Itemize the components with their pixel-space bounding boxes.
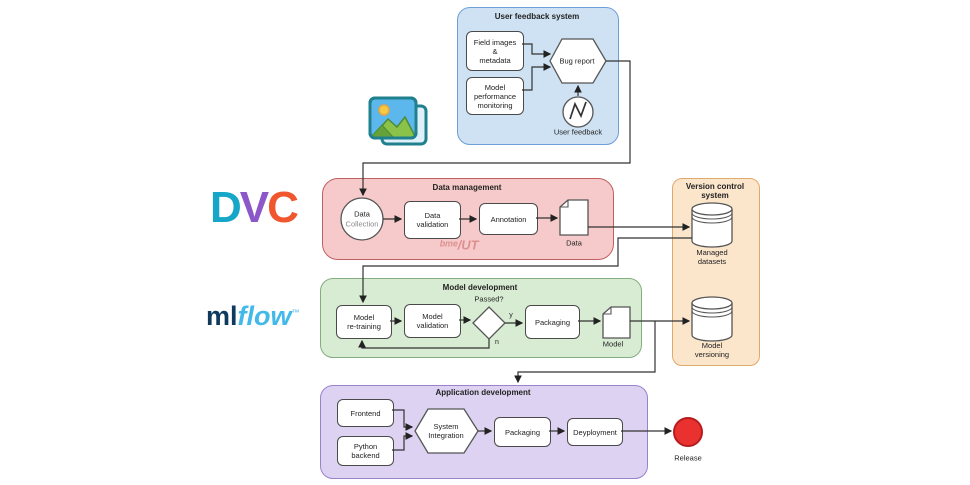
release-circle	[673, 417, 703, 447]
title-user-feedback-system: User feedback system	[494, 12, 580, 21]
dvc-letter-d: D	[210, 183, 242, 232]
container-version-control-system	[672, 178, 760, 366]
node-deployment: Deyployment	[567, 418, 623, 446]
mlflow-flow-text: flow	[237, 301, 292, 331]
photos-icon	[368, 96, 428, 146]
node-model-retraining: Model re-training	[336, 305, 392, 339]
node-frontend: Frontend	[337, 399, 394, 427]
photos-icon-front-frame	[368, 96, 418, 140]
label-model-versioning: Model versioning	[694, 341, 730, 359]
label-bug-report: Bug report	[559, 56, 595, 66]
node-model-performance-monitoring: Model performance monitoring	[466, 77, 524, 115]
university-watermark: ᵇᵐᵉ/UT	[439, 237, 479, 253]
photos-icon-front-border	[368, 96, 418, 140]
dvc-logo: DVC	[210, 183, 299, 232]
node-field-images-metadata: Field images & metadata	[466, 31, 524, 71]
label-model-doc: Model	[602, 339, 624, 349]
mlflow-trademark: ™	[291, 308, 300, 317]
container-user-feedback-system	[457, 7, 619, 145]
mlflow-logo: mlflow™	[206, 303, 300, 330]
title-model-development: Model development	[442, 283, 518, 292]
title-application-development: Application development	[435, 388, 531, 397]
label-data-collection-line2: Collection	[345, 219, 379, 229]
mlflow-ml-text: ml	[206, 301, 238, 331]
sun-icon	[378, 104, 390, 116]
label-managed-datasets: Managed datasets	[696, 248, 728, 266]
label-release: Release	[674, 453, 702, 463]
label-system-integration: System Integration	[428, 422, 464, 440]
title-version-control-system: Version control system	[685, 182, 745, 201]
label-branch-no: n	[495, 338, 499, 346]
mountain-back	[370, 115, 416, 138]
title-data-management: Data management	[432, 183, 502, 192]
label-data-collection-line1: Data	[354, 209, 370, 219]
node-python-backend: Python backend	[337, 436, 394, 466]
photos-icon-back-frame	[380, 104, 428, 146]
node-model-validation: Model validation	[404, 304, 461, 338]
node-data-validation: Data validation	[404, 201, 461, 239]
label-data-doc: Data	[566, 238, 582, 248]
dvc-letter-c: C	[267, 183, 299, 232]
label-branch-yes: y	[509, 311, 513, 319]
label-passed: Passed?	[474, 294, 504, 304]
label-user-feedback: User feedback	[553, 127, 603, 137]
mountain-front	[370, 124, 396, 138]
node-annotation: Annotation	[479, 203, 538, 235]
dvc-letter-v: V	[239, 183, 269, 232]
node-packaging-app: Packaging	[494, 417, 551, 447]
node-packaging-model: Packaging	[525, 305, 580, 339]
